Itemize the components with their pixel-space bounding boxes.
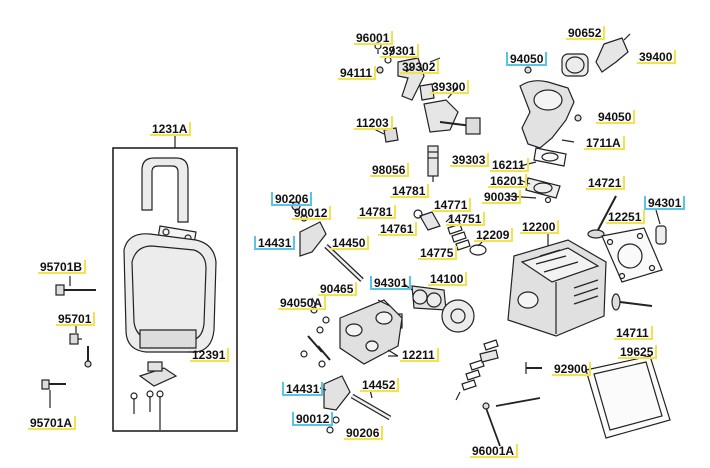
stud-96001A-a xyxy=(485,407,501,447)
label-39301: 39301 xyxy=(380,44,420,58)
stud-96001A-b xyxy=(495,397,541,407)
label-14450: 14450 xyxy=(330,236,370,250)
label-39303: 39303 xyxy=(450,153,490,167)
label-14751: 14751 xyxy=(446,212,486,226)
label-92900: 92900 xyxy=(552,362,592,376)
label-95701B: 95701B xyxy=(38,260,87,274)
camshaft-14100 xyxy=(411,285,475,333)
sensor-39400 xyxy=(595,37,629,73)
label-90033: 90033 xyxy=(482,190,522,204)
label-12209: 12209 xyxy=(474,228,514,242)
label-12211: 12211 xyxy=(400,348,439,362)
label-95701A: 95701A xyxy=(28,416,77,430)
valve-spring-lower xyxy=(461,339,499,391)
label-14781-top: 14781 xyxy=(390,184,430,198)
label-16201: 16201 xyxy=(488,174,528,188)
tube-39300 xyxy=(423,99,459,133)
label-14761: 14761 xyxy=(378,222,418,236)
label-1231A: 1231A xyxy=(150,122,192,136)
label-14452: 14452 xyxy=(360,378,400,392)
label-11203: 11203 xyxy=(354,116,393,130)
label-14711: 14711 xyxy=(614,326,653,340)
label-96001A: 96001A xyxy=(470,444,519,458)
label-39300: 39300 xyxy=(430,80,470,94)
label-94050A: 94050A xyxy=(278,296,327,310)
label-94050-right: 94050 xyxy=(596,110,636,124)
label-1711A: 1711A xyxy=(584,136,625,150)
label-12251: 12251 xyxy=(606,210,646,224)
head-gasket-12251 xyxy=(601,227,663,283)
label-14781-left: 14781 xyxy=(357,205,397,219)
spark-plug xyxy=(427,145,439,182)
label-98056: 98056 xyxy=(370,163,410,177)
cylinder-head-cover xyxy=(123,233,217,353)
label-14721: 14721 xyxy=(586,176,626,190)
label-90652: 90652 xyxy=(566,26,606,40)
bolt-95701 xyxy=(69,333,92,368)
label-14775: 14775 xyxy=(418,246,458,260)
label-90206-bottom: 90206 xyxy=(344,426,384,440)
insulator-16201 xyxy=(525,177,561,199)
label-95701: 95701 xyxy=(56,312,96,326)
rocker-arm-14431-bottom xyxy=(323,375,351,411)
label-94050-top: 94050 xyxy=(506,52,548,66)
label-94301-mid: 94301 xyxy=(370,276,412,290)
label-16211: 16211 xyxy=(490,158,529,172)
valve-14711 xyxy=(619,301,653,307)
label-39400: 39400 xyxy=(637,50,677,64)
gasket-16211 xyxy=(533,147,567,167)
bolt-95701B xyxy=(55,284,96,296)
label-90012-top: 90012 xyxy=(292,206,332,220)
label-90206-top: 90206 xyxy=(271,192,313,206)
label-94301-right: 94301 xyxy=(644,196,686,210)
plug-11203 xyxy=(383,127,399,143)
label-94111: 94111 xyxy=(338,66,377,80)
breather-hose xyxy=(141,157,189,223)
label-14771: 14771 xyxy=(432,198,472,212)
rocker-arm-14431-top xyxy=(299,221,327,257)
label-14100: 14100 xyxy=(428,272,468,286)
label-19625: 19625 xyxy=(618,345,658,359)
label-12200: 12200 xyxy=(520,220,560,234)
label-96001: 96001 xyxy=(354,31,394,45)
label-39302: 39302 xyxy=(400,60,440,74)
label-90465: 90465 xyxy=(318,282,358,296)
label-14431-top: 14431 xyxy=(254,236,296,250)
bolt-95701A xyxy=(41,379,66,390)
label-90012-bottom: 90012 xyxy=(292,412,334,426)
label-14431-bottom: 14431 xyxy=(282,382,324,396)
label-12391: 12391 xyxy=(190,348,230,362)
